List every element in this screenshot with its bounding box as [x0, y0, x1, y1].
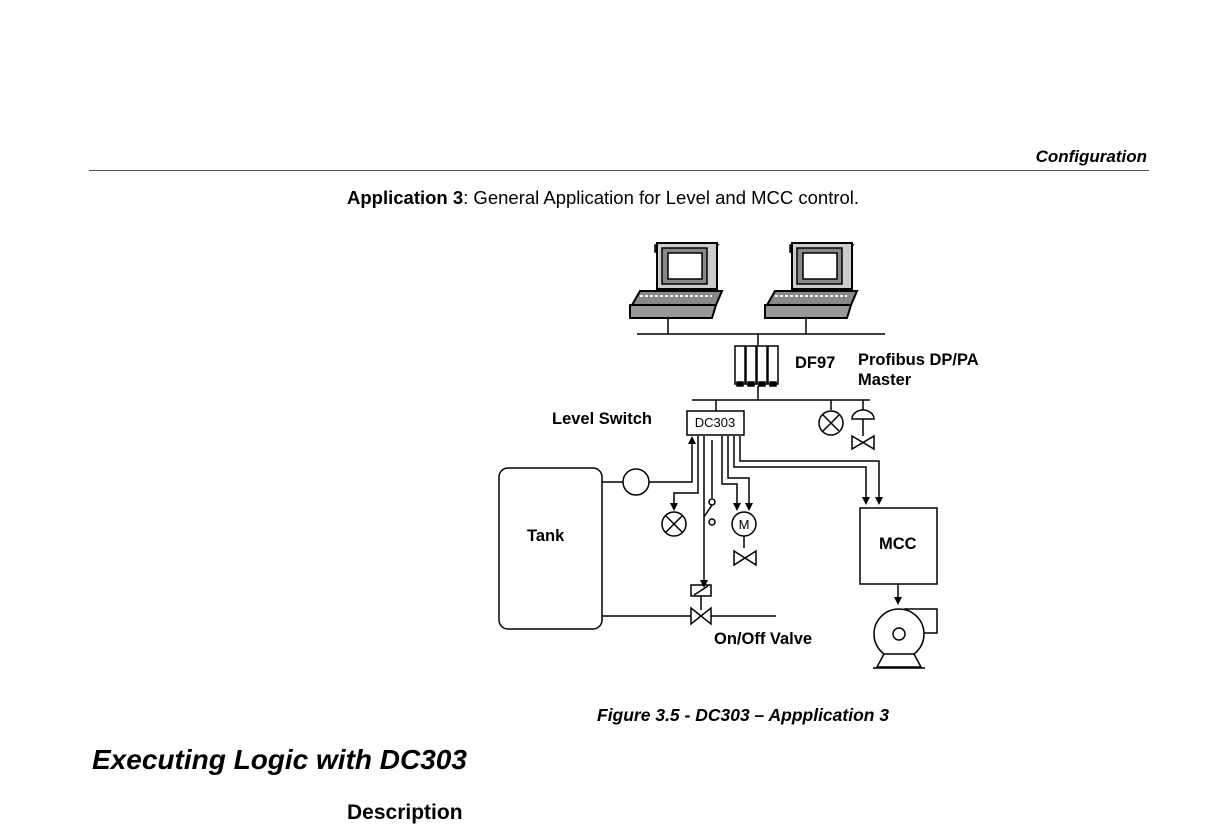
- header-section-title: Configuration: [1035, 147, 1147, 166]
- onoff-valve-icon: [690, 606, 712, 626]
- motor-symbol-label: M: [739, 517, 750, 532]
- computer-icon: [764, 242, 859, 334]
- dc303-box-label: DC303: [695, 415, 735, 430]
- dc303-box: [686, 410, 745, 436]
- tank-label: Tank: [527, 527, 565, 545]
- profibus-label-line2: Master: [858, 371, 912, 389]
- section-heading: Executing Logic with DC303: [92, 744, 467, 775]
- lamp-icon: [818, 410, 844, 436]
- mcc-label: MCC: [879, 535, 917, 553]
- lamp-icon: [661, 511, 687, 537]
- solenoid-icon: [690, 584, 712, 610]
- level-switch-sensor: [622, 468, 650, 496]
- switch-contact: [708, 518, 716, 526]
- header-rule: [89, 170, 1149, 171]
- level-switch-label: Level Switch: [552, 410, 652, 428]
- tank: [498, 467, 603, 630]
- profibus-label-line1: Profibus DP/PA: [858, 351, 979, 369]
- application-description: : General Application for Level and MCC …: [463, 187, 860, 208]
- onoff-valve-label: On/Off Valve: [714, 630, 812, 648]
- computer-icon: [629, 242, 724, 334]
- application-label: Application 3: [347, 187, 464, 208]
- application-line: Application 3: General Application for L…: [347, 187, 859, 209]
- df97-label: DF97: [795, 354, 835, 372]
- df97-rack-icon: [734, 345, 779, 387]
- subsection-heading: Description: [347, 801, 463, 824]
- pump-icon: [873, 608, 938, 669]
- motor-valve-icon: [731, 511, 757, 567]
- actuated-valve-icon: [851, 409, 875, 451]
- figure-caption: Figure 3.5 - DC303 – Appplication 3: [597, 705, 890, 725]
